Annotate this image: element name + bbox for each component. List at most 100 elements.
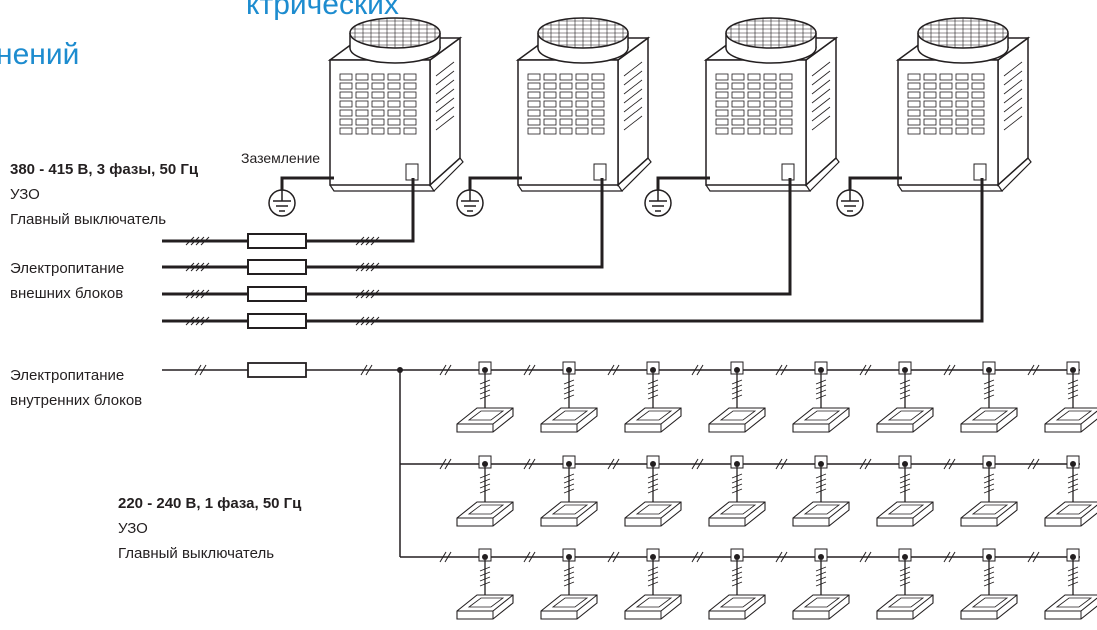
grounding-label: Заземление (241, 150, 321, 166)
outdoor-wiring (162, 178, 984, 329)
indoor-unit (624, 560, 682, 620)
wire-hatch (194, 364, 202, 376)
wire-hatch (190, 316, 200, 326)
indoor-wiring (162, 361, 1080, 563)
indoor-unit (1044, 467, 1097, 527)
indoor-unit (876, 467, 934, 527)
wire-hatch (780, 551, 788, 563)
junction-dot (482, 461, 488, 467)
outdoor-units (327, 17, 1032, 192)
wire-hatch (439, 364, 447, 376)
wire-hatch (365, 289, 375, 299)
wire-hatch (370, 262, 380, 272)
wire-hatch (859, 364, 867, 376)
wire-hatch (355, 289, 365, 299)
junction-dot (650, 367, 656, 373)
wire-hatch (864, 458, 872, 470)
wire-hatch (859, 551, 867, 563)
ground-symbol-icon (644, 176, 710, 217)
wire-hatch (523, 551, 531, 563)
wire-hatch (195, 316, 205, 326)
wire-hatch (200, 262, 210, 272)
breaker-fuse-icon (247, 313, 307, 329)
junction-dot (482, 554, 488, 560)
breaker-fuse-icon (247, 259, 307, 275)
indoor-unit (456, 373, 514, 433)
outdoor-rcd-label: УЗО (10, 186, 40, 203)
wire-hatch (775, 364, 783, 376)
wire-hatch (864, 364, 872, 376)
wire-hatch (195, 236, 205, 246)
wire-hatch (200, 236, 210, 246)
wire-hatch (612, 551, 620, 563)
outdoor-feeder-line (162, 178, 415, 249)
outdoor-power-label-2: внешних блоков (10, 285, 124, 302)
indoor-supply-spec: 220 - 240 В, 1 фаза, 50 Гц (118, 495, 302, 512)
wire-hatch (360, 262, 370, 272)
indoor-unit (1044, 560, 1097, 620)
junction-dot (650, 461, 656, 467)
indoor-unit (792, 560, 850, 620)
wire-hatch (780, 458, 788, 470)
indoor-branch-row (400, 548, 1080, 563)
wire-hatch (190, 236, 200, 246)
wire-hatch (607, 551, 615, 563)
indoor-units (456, 373, 1097, 620)
wire-hatch (859, 458, 867, 470)
breaker-fuse-icon (247, 362, 307, 378)
wire-hatch (439, 458, 447, 470)
indoor-main-switch-label: Главный выключатель (118, 545, 275, 562)
indoor-unit (1044, 373, 1097, 433)
junction-dot (986, 554, 992, 560)
indoor-unit (708, 373, 766, 433)
wire-hatch (190, 289, 200, 299)
wire-hatch (185, 316, 195, 326)
ground-symbol-icon (456, 176, 522, 217)
wire-hatch (200, 316, 210, 326)
wire-hatch (943, 458, 951, 470)
wire-hatch (200, 289, 210, 299)
wire-hatch (355, 262, 365, 272)
diagram-title-line-1: ктрических (246, 0, 399, 21)
wire-hatch (1027, 551, 1035, 563)
wire-hatch (943, 551, 951, 563)
indoor-unit (792, 467, 850, 527)
junction-dot (1070, 461, 1076, 467)
wire-hatch (528, 364, 536, 376)
wire-hatch (775, 551, 783, 563)
wire-hatch (696, 551, 704, 563)
junction-dot (1070, 367, 1076, 373)
outdoor-unit (515, 17, 652, 192)
wire-hatch (523, 458, 531, 470)
wire-hatch (612, 458, 620, 470)
wire-hatch (365, 316, 375, 326)
indoor-unit (792, 373, 850, 433)
breaker-fuse-icon (247, 233, 307, 249)
wire-hatch (439, 551, 447, 563)
outdoor-feeder-line (162, 178, 984, 329)
junction-dot (902, 367, 908, 373)
junction-dot (734, 367, 740, 373)
indoor-unit (624, 373, 682, 433)
outdoor-main-switch-label: Главный выключатель (10, 211, 167, 228)
indoor-unit (540, 560, 598, 620)
wire-hatch (370, 236, 380, 246)
indoor-unit (456, 467, 514, 527)
wire-hatch (365, 262, 375, 272)
junction-dot (1070, 554, 1076, 560)
ground-symbol-icon (836, 176, 902, 217)
wire-hatch (365, 364, 373, 376)
indoor-unit (624, 467, 682, 527)
breaker-fuse-icon (247, 286, 307, 302)
junction-dot (566, 461, 572, 467)
wire-hatch (444, 551, 452, 563)
diagram-title-line-2: нений (0, 38, 80, 71)
indoor-unit (708, 467, 766, 527)
junction-dot (986, 367, 992, 373)
wire-hatch (185, 236, 195, 246)
junction-dot (818, 554, 824, 560)
wire-hatch (185, 289, 195, 299)
junction-dot (902, 461, 908, 467)
wire-hatch (444, 458, 452, 470)
wire-hatch (444, 364, 452, 376)
